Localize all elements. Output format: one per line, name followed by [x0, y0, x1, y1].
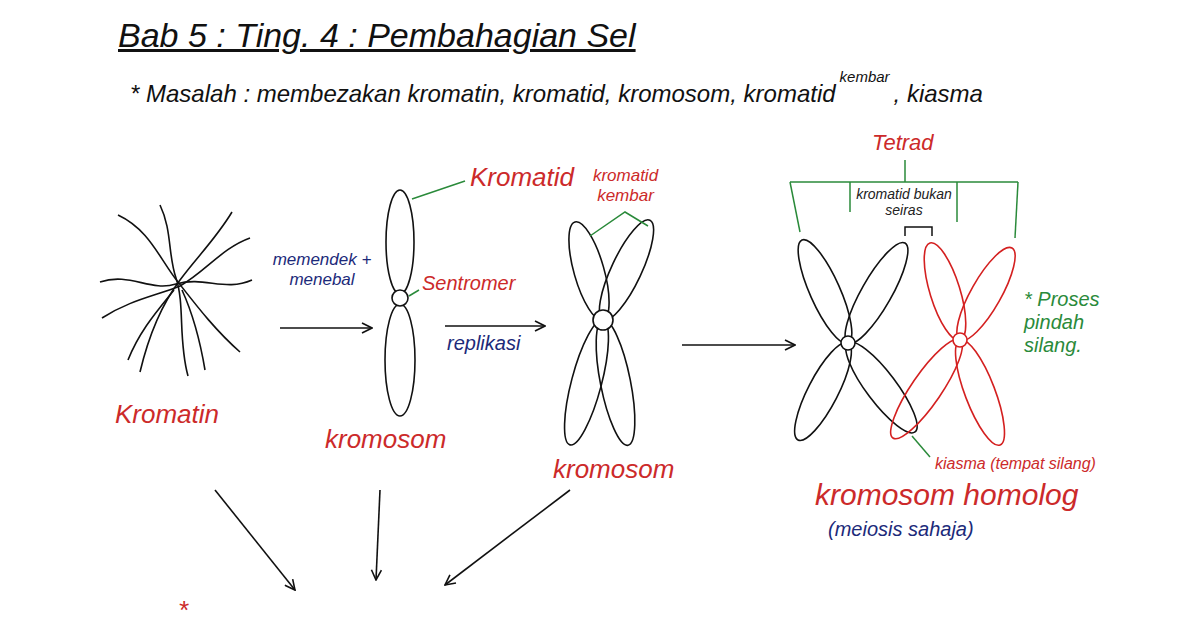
stage-label: Kromatin: [115, 400, 219, 430]
chromatin-tangle: [100, 205, 252, 376]
homologous-chromosome-black: [785, 234, 927, 447]
part-label: Sentromer: [422, 272, 515, 295]
leader-line: [409, 160, 1018, 457]
replicated-chromosome-figure: [556, 214, 664, 449]
stage-label: kromosom: [553, 455, 674, 485]
stage-label: kromosom homolog: [815, 478, 1078, 513]
chromosome-figure: [385, 190, 415, 416]
process-arrow: [215, 326, 795, 590]
note: *: [178, 596, 188, 626]
note: * Proses pindah silang.: [1024, 288, 1116, 357]
note: (meiosis sahaja): [828, 518, 974, 541]
problem-note: * Masalah : membezakan kromatin, kromati…: [130, 80, 836, 108]
stage-label: kromosom: [325, 425, 446, 455]
process-label: replikasi: [447, 332, 520, 355]
part-label: Tetrad: [872, 130, 934, 155]
page-title: Bab 5 : Ting. 4 : Pembahagian Sel: [118, 16, 636, 55]
part-label: kiasma (tempat silang): [935, 455, 1096, 473]
inserted-word: kembar: [840, 68, 890, 85]
part-label: kromatid bukan seiras: [856, 186, 952, 218]
problem-note-end: , kiasma: [894, 80, 983, 108]
part-label: kromatid kembar: [568, 166, 683, 205]
part-label: Kromatid: [470, 163, 574, 193]
homologous-chromosome-red: [881, 239, 1025, 451]
process-label: memendek + menebal: [272, 250, 372, 289]
bracket: [905, 227, 932, 236]
